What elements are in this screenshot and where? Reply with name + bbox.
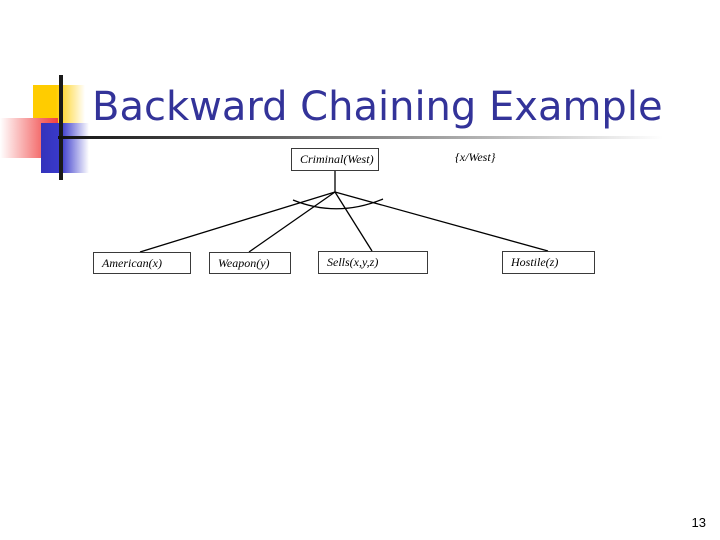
tree-node-weapon[interactable]: Weapon(y) xyxy=(209,252,291,274)
edge-to-american xyxy=(139,191,336,253)
title-divider xyxy=(58,136,663,139)
tree-node-american[interactable]: American(x) xyxy=(93,252,191,274)
substitution-label: {x/West} xyxy=(455,150,496,164)
tree-node-label: Weapon(y) xyxy=(218,255,270,270)
edge-to-sells xyxy=(334,191,373,252)
logo-blue-square xyxy=(41,123,89,173)
tree-node-criminal[interactable]: Criminal(West) xyxy=(291,148,379,171)
edge-to-weapon xyxy=(248,191,336,253)
page-title: Backward Chaining Example xyxy=(92,84,663,130)
logo-vertical-bar xyxy=(59,75,63,180)
slide-logo-decoration xyxy=(0,60,110,180)
and-connector-arc xyxy=(292,198,384,210)
edge-to-hostile xyxy=(334,191,549,252)
tree-node-label: Criminal(West) xyxy=(300,152,374,166)
page-number: 13 xyxy=(691,515,706,530)
tree-node-label: American(x) xyxy=(102,255,162,270)
tree-node-sells[interactable]: Sells(x,y,z) xyxy=(318,251,428,274)
tree-node-label: Sells(x,y,z) xyxy=(327,255,379,269)
tree-node-hostile[interactable]: Hostile(z) xyxy=(502,251,595,274)
tree-node-label: Hostile(z) xyxy=(511,255,559,269)
